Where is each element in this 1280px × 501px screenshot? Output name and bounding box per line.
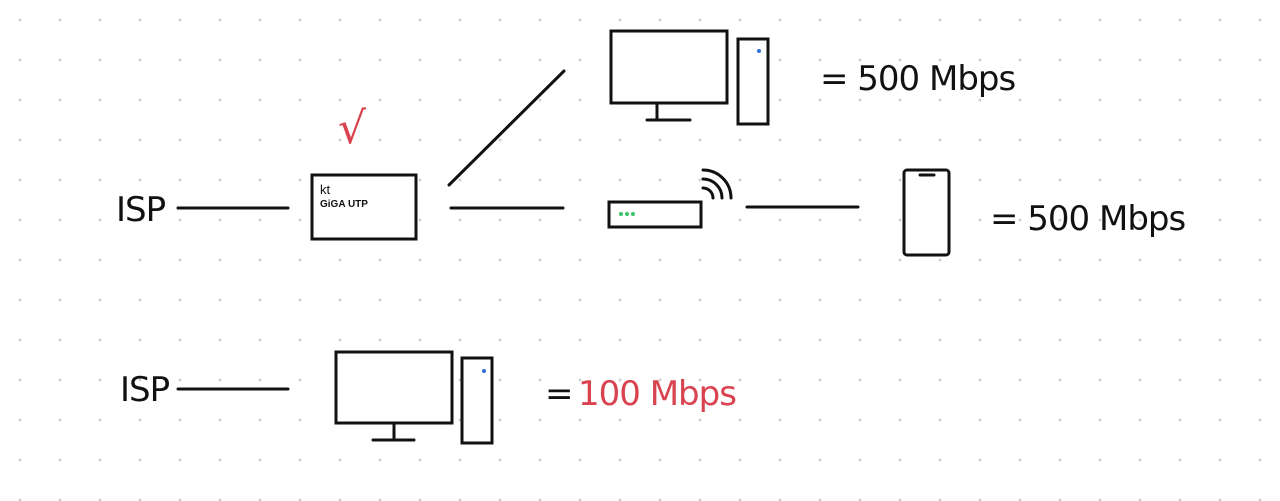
modem-model-label: GiGA UTP (320, 199, 368, 210)
router-led-2 (625, 212, 629, 216)
tower-icon (736, 37, 770, 126)
desktop-computer-bottom (334, 350, 494, 445)
router-led-1 (619, 212, 623, 216)
monitor-icon-bottom (334, 350, 454, 425)
monitor-icon (609, 29, 729, 105)
smartphone-icon (902, 168, 951, 257)
router-body (607, 200, 703, 229)
direct-speed-label: 100 Mbps (578, 374, 736, 414)
desktop-speed-label: = 500 Mbps (820, 59, 1015, 99)
tower-led (757, 49, 761, 53)
isp-label-top: ISP (116, 190, 166, 230)
router-led-3 (631, 212, 635, 216)
phone-speed-label: = 500 Mbps (990, 199, 1185, 239)
modem-brand-label: kt (320, 182, 331, 197)
tower-led-bottom (482, 369, 486, 373)
desktop-computer-top (609, 29, 770, 126)
modem-to-desktop-line (447, 69, 566, 187)
phone-body (902, 168, 951, 257)
tower-icon-bottom (460, 356, 494, 445)
checkmark-icon: √ (338, 103, 367, 154)
wifi-router (607, 168, 733, 229)
direct-eq-sign: = (545, 374, 573, 414)
isp-label-bottom: ISP (120, 370, 170, 410)
modem: kt GiGA UTP (310, 173, 418, 241)
wifi-icon (701, 168, 733, 200)
modem-body (310, 173, 418, 241)
